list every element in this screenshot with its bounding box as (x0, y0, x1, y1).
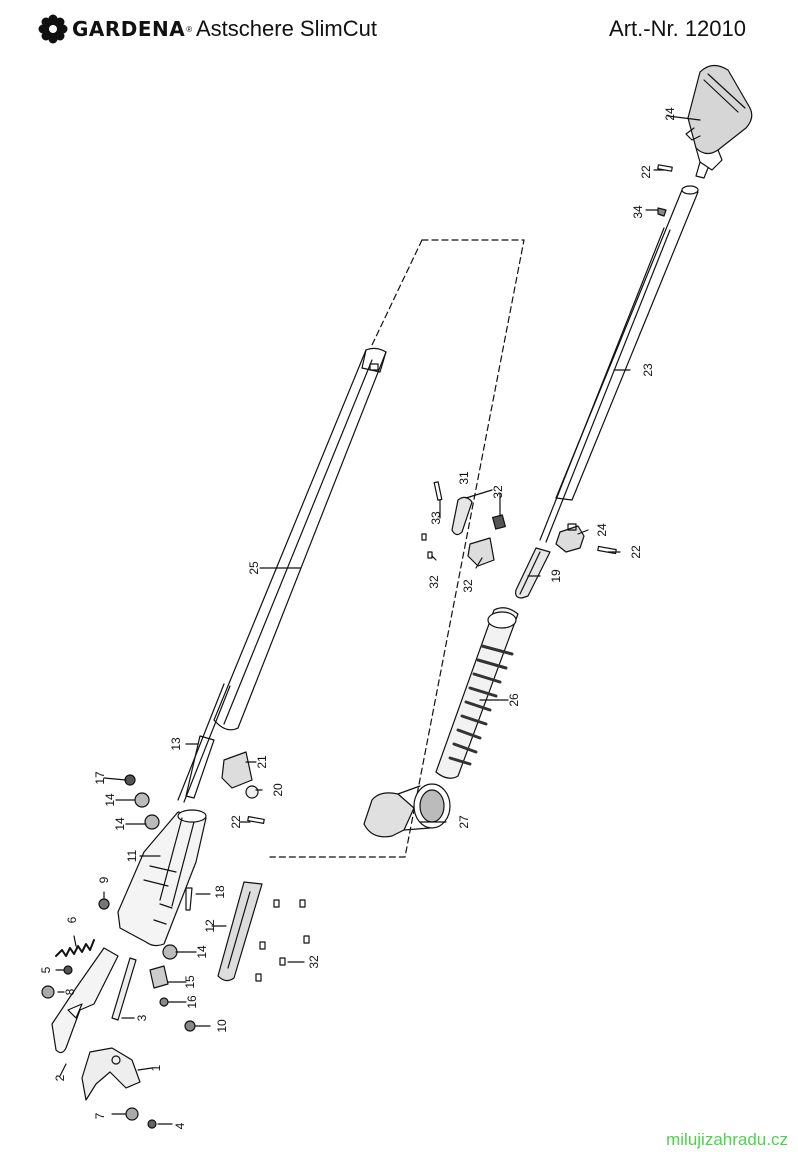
part-20-roller (245, 785, 259, 799)
part-13-strip (177, 683, 231, 803)
part-label: 32 (461, 579, 475, 593)
part-32-screw-e (259, 941, 266, 950)
part-label: 22 (639, 165, 653, 179)
part-label: 14 (195, 945, 209, 959)
part-label: 19 (549, 569, 563, 583)
brand-name: GARDENA (72, 17, 186, 41)
part-label: 2 (53, 1074, 67, 1081)
part-label: 16 (185, 995, 199, 1009)
product-title: Astschere SlimCut (196, 16, 377, 41)
part-label: 32 (427, 575, 441, 589)
part-2-upper-blade (51, 947, 119, 1054)
part-19-slider (515, 547, 551, 599)
part-label: 22 (629, 545, 643, 559)
part-32-screw-b (427, 551, 433, 559)
part-label: 27 (457, 815, 471, 829)
assembly-outline (269, 239, 525, 858)
brand-logo: GARDENA® (38, 14, 192, 44)
part-30-bracket (467, 537, 495, 567)
part-label: 3 (135, 1014, 149, 1021)
part-12-blade-guide (217, 881, 263, 982)
part-label: 14 (103, 793, 117, 807)
part-32-screw-g (279, 957, 286, 966)
website-watermark: milujizahradu.cz (666, 1130, 788, 1149)
part-32-screw-f (303, 935, 310, 944)
part-label: 8 (63, 988, 77, 995)
part-28-handle-cap (685, 64, 753, 179)
part-24-inner-tube (539, 185, 699, 543)
part-label: 20 (271, 783, 285, 797)
part-label: 32 (491, 485, 505, 499)
part-25-outer-tube (213, 347, 387, 731)
part-label: 5 (39, 966, 53, 973)
part-34-screw (657, 207, 667, 217)
article-number: Art.-Nr. 12010 (609, 16, 746, 41)
part-label: 12 (203, 919, 217, 933)
part-29-lever (451, 496, 473, 536)
part-23-clip (555, 523, 585, 553)
part-22-pin-top (657, 164, 673, 172)
part-9-nut (98, 898, 110, 910)
gardena-flower-icon (38, 14, 68, 44)
part-label: 15 (183, 975, 197, 989)
part-label: 7 (93, 1112, 107, 1119)
part-8-nut (41, 985, 55, 999)
part-27-connector (363, 783, 451, 838)
part-label: 13 (169, 737, 183, 751)
part-3-link-arm (111, 957, 137, 1021)
part-label: 18 (213, 885, 227, 899)
part-label: 24 (663, 107, 677, 121)
part-label: 11 (125, 849, 139, 862)
part-32-screw-d (299, 899, 306, 908)
part-label: 10 (215, 1019, 229, 1033)
part-14-roller-a (134, 792, 150, 808)
part-32-screw-h (255, 973, 262, 982)
part-7-nut (125, 1107, 139, 1121)
part-label: 34 (631, 205, 645, 219)
assembly-outline-link (371, 239, 423, 346)
part-31-spring-block (492, 514, 506, 530)
part-label: 26 (507, 693, 521, 707)
part-label: 32 (307, 955, 321, 969)
part-16-screw (159, 997, 169, 1007)
part-label: 23 (641, 363, 655, 377)
part-label: 6 (65, 916, 79, 923)
part-label: 4 (173, 1122, 187, 1129)
part-1-lower-blade (81, 1047, 141, 1101)
part-21-clamp (221, 751, 253, 789)
part-15-lever (149, 965, 169, 989)
part-32-screw-c (273, 899, 280, 908)
part-33-pin (433, 481, 443, 501)
part-label: 1 (149, 1064, 163, 1071)
brand-registered-mark: ® (186, 24, 193, 34)
part-22-pin-low (247, 816, 265, 824)
part-6-spring (55, 939, 95, 957)
part-label: 21 (255, 755, 269, 769)
part-17-bolt (185, 887, 193, 911)
part-label: 14 (113, 817, 127, 831)
part-4-screw (147, 1119, 157, 1129)
part-10-screw (184, 1020, 196, 1032)
part-label: 17 (93, 771, 107, 785)
part-26-grip (435, 607, 519, 779)
part-label: 22 (229, 815, 243, 829)
part-label: 25 (247, 561, 261, 575)
part-11-head-housing (117, 809, 207, 947)
part-label: 9 (97, 876, 111, 883)
part-label: 33 (429, 511, 443, 525)
part-label: 24 (595, 523, 609, 537)
part-label: 31 (457, 471, 471, 485)
part-14-roller-c (162, 944, 178, 960)
part-14-roller-b (144, 814, 160, 830)
part-5-washer (63, 965, 73, 975)
part-32-screw-a (421, 533, 427, 541)
